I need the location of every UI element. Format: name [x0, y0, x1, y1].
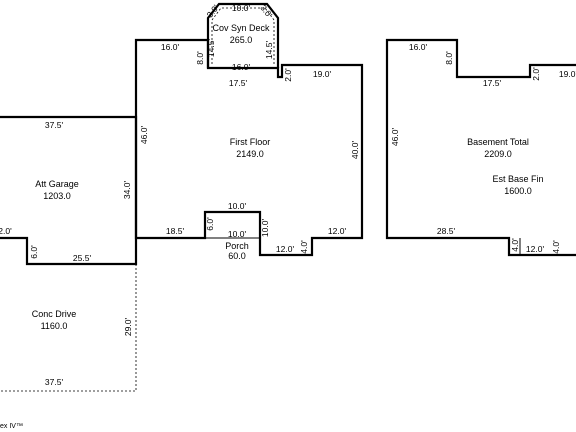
dim-bs-step-right: 2.0' — [531, 67, 541, 81]
dim-deck-top: 10.0' — [232, 3, 251, 13]
dim-ff-notch-right: 4.0' — [299, 240, 309, 254]
dim-ff-right: 40.0' — [350, 141, 360, 160]
garage-area: 1203.0 — [43, 191, 71, 201]
basement-outline — [385, 38, 576, 257]
dim-ga-bottom-left: 2.0' — [0, 226, 12, 236]
dim-bs-step-left: 8.0' — [444, 51, 454, 65]
dim-ga-step: 6.0' — [29, 245, 39, 259]
dim-deck-diag-right: 3.0' — [258, 3, 274, 20]
garage-outline — [0, 115, 138, 266]
deck-area: 265.0 — [230, 35, 253, 45]
dim-bs-notch-left: 4.0' — [510, 238, 520, 252]
dim-bs-left: 46.0' — [390, 128, 400, 147]
basement-area: 2209.0 — [484, 149, 512, 159]
dim-ff-step-left: 8.0' — [195, 51, 205, 65]
dim-porch-left: 6.0' — [205, 217, 215, 231]
dim-ga-top: 37.5' — [45, 120, 64, 130]
first-floor-outline — [134, 38, 364, 257]
dim-porch-top: 10.0' — [228, 201, 247, 211]
dim-ff-mid: 17.5' — [229, 78, 248, 88]
first-floor-area: 2149.0 — [236, 149, 264, 159]
basement-name: Basement Total — [467, 137, 529, 147]
dim-drive-bottom: 37.5' — [45, 377, 64, 387]
dim-bs-notch-bottom: 12.0' — [526, 244, 545, 254]
dim-bs-top-left: 16.0' — [409, 42, 428, 52]
dim-ff-step-right: 2.0' — [283, 68, 293, 82]
drive-name: Conc Drive — [32, 309, 77, 319]
dim-deck-right: 14.5' — [264, 41, 274, 60]
dim-bs-mid: 17.5' — [483, 78, 502, 88]
dim-bs-top-right: 19.0' — [559, 69, 576, 79]
porch-area: 60.0 — [228, 251, 246, 261]
dim-ff-bottom-left: 18.5' — [166, 226, 185, 236]
dim-ff-top-right: 19.0' — [313, 69, 332, 79]
dim-drive-right: 29.0' — [123, 318, 133, 337]
base-fin-name: Est Base Fin — [492, 174, 543, 184]
deck-name: Cov Syn Deck — [212, 23, 270, 33]
footer-text: ex IV™ — [0, 423, 23, 430]
deck-dashed-edge — [211, 7, 275, 64]
dim-deck-bottom: 16.0' — [232, 62, 251, 72]
dim-ff-bottom-right: 12.0' — [328, 226, 347, 236]
dim-ga-bottom: 25.5' — [73, 253, 92, 263]
dim-bs-bottom-left: 28.5' — [437, 226, 456, 236]
first-floor-name: First Floor — [230, 137, 271, 147]
dim-ff-bottom-notch: 12.0' — [276, 244, 295, 254]
dim-bs-notch-right: 4.0' — [551, 240, 561, 254]
dim-deck-left: 14.5' — [206, 39, 216, 58]
drive-outline — [0, 264, 137, 392]
porch-name: Porch — [225, 241, 249, 251]
dim-ff-top-left: 16.0' — [161, 42, 180, 52]
dim-porch-bottom: 10.0' — [228, 229, 247, 239]
drive-area: 1160.0 — [41, 321, 68, 331]
dim-ff-left: 46.0' — [139, 126, 149, 145]
dim-porch-right: 10.0' — [260, 219, 270, 238]
dim-ga-right: 34.0' — [122, 181, 132, 200]
deck-outline — [206, 2, 280, 68]
garage-name: Att Garage — [35, 179, 79, 189]
base-fin-area: 1600.0 — [504, 186, 532, 196]
